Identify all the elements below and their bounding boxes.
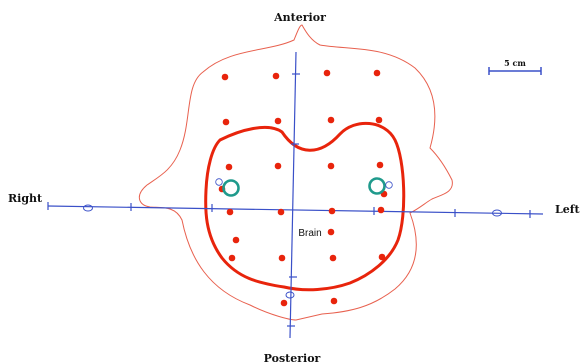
label-left: Left	[555, 203, 580, 216]
electrode-point	[324, 70, 331, 77]
marker-right-side	[370, 179, 393, 194]
electrode-point	[328, 117, 335, 124]
electrode-point	[281, 300, 288, 307]
electrode-point	[227, 209, 234, 216]
electrode-point	[379, 254, 386, 261]
electrode-points	[219, 70, 388, 307]
electrode-point	[328, 229, 335, 236]
label-right: Right	[8, 192, 43, 205]
electrode-point	[377, 162, 384, 169]
electrode-point	[328, 163, 335, 170]
electrode-point	[233, 237, 240, 244]
electrode-point	[374, 70, 381, 77]
horizontal-axis	[48, 202, 543, 218]
electrode-point	[229, 255, 236, 262]
label-anterior: Anterior	[273, 11, 326, 24]
label-scale: 5 cm	[504, 58, 526, 68]
electrode-point	[278, 209, 285, 216]
electrode-point	[279, 255, 286, 262]
electrode-point	[330, 255, 337, 262]
electrode-point	[226, 164, 233, 171]
electrode-point	[273, 73, 280, 80]
scale-bar	[489, 67, 541, 75]
electrode-point	[331, 298, 338, 305]
vertical-axis	[286, 52, 300, 338]
electrode-point	[223, 119, 230, 126]
marker-left-side	[216, 179, 239, 196]
electrode-point	[376, 117, 383, 124]
label-brain: Brain	[298, 228, 321, 239]
electrode-point	[275, 118, 282, 125]
electrode-point	[222, 74, 229, 81]
electrode-point	[378, 207, 385, 214]
electrode-point	[275, 163, 282, 170]
label-posterior: Posterior	[264, 352, 321, 364]
electrode-point	[329, 208, 336, 215]
brain-outline	[206, 123, 404, 289]
